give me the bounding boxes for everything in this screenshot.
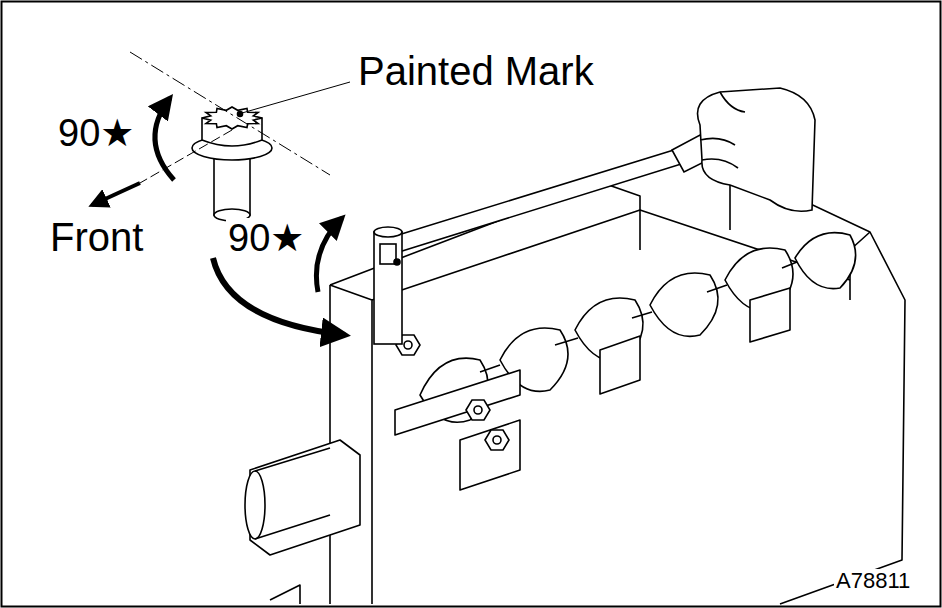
bolt-detail [192,107,272,221]
part-label: Painted Mark [356,50,596,92]
figure-code: A78811 [834,569,912,593]
bearing-caps [395,288,790,490]
angle-label: 90★ [226,218,306,258]
hand [698,88,816,211]
engine-block [245,152,905,604]
torque-wrench [374,135,712,344]
bolt-nuts [396,335,509,450]
leader-lines [92,52,350,335]
direction-label: Front [48,216,145,258]
angle-label: 90★ [56,113,136,153]
